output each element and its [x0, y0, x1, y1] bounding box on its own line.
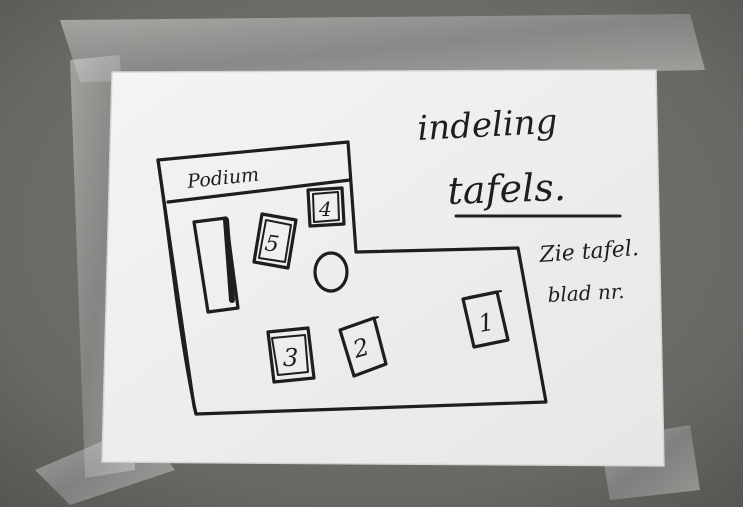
table-number-4: 4	[318, 197, 332, 221]
title-line-2: tafels.	[447, 165, 567, 213]
table-number-3: 3	[283, 344, 298, 372]
note-line-2: blad nr.	[547, 279, 625, 307]
title-line-1: indeling	[416, 102, 558, 149]
